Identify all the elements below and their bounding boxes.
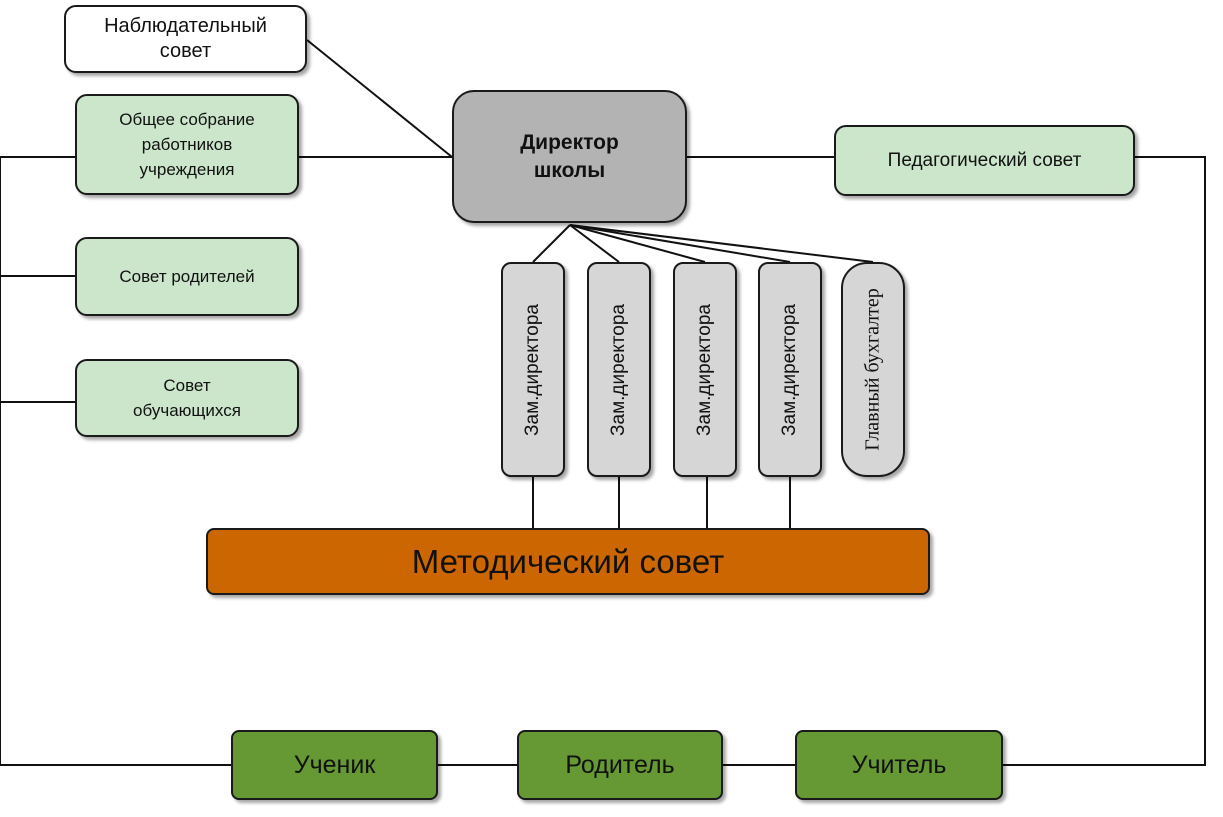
parents-council-node: Совет родителей <box>75 237 299 316</box>
teacher-node: Учитель <box>795 730 1003 800</box>
deputy-director-label: Зам.директора <box>694 303 715 436</box>
chief-accountant-label: Главный бухгалтер <box>861 288 884 451</box>
deputy-director-node-3: Зам.директора <box>673 262 737 477</box>
deputy-director-node-2: Зам.директора <box>587 262 651 477</box>
general-meeting-node: Общее собрание работников учреждения <box>75 94 299 195</box>
deputy-director-node-4: Зам.директора <box>758 262 822 477</box>
students-council-node: Совет обучающихся <box>75 359 299 437</box>
director-node: Директор школы <box>452 90 687 223</box>
fan-accountant <box>569 224 874 263</box>
fan-deputy-2 <box>569 224 620 263</box>
deputy-director-label: Зам.директора <box>608 303 629 436</box>
chief-accountant-node: Главный бухгалтер <box>841 262 905 477</box>
parent-node: Родитель <box>517 730 723 800</box>
pedagogical-council-node: Педагогический совет <box>834 125 1135 196</box>
supervisory-director-line <box>306 39 453 158</box>
deputy-director-node-1: Зам.директора <box>501 262 565 477</box>
student-node: Ученик <box>231 730 438 800</box>
methodical-council-node: Методический совет <box>206 528 930 595</box>
fan-deputy-4 <box>569 224 791 263</box>
fan-deputy-3 <box>569 224 706 263</box>
fan-deputy-1 <box>532 224 571 263</box>
supervisory-board-node: Наблюдательный совет <box>64 5 307 73</box>
deputy-director-label: Зам.директора <box>779 303 800 436</box>
deputy-director-label: Зам.директора <box>522 303 543 436</box>
